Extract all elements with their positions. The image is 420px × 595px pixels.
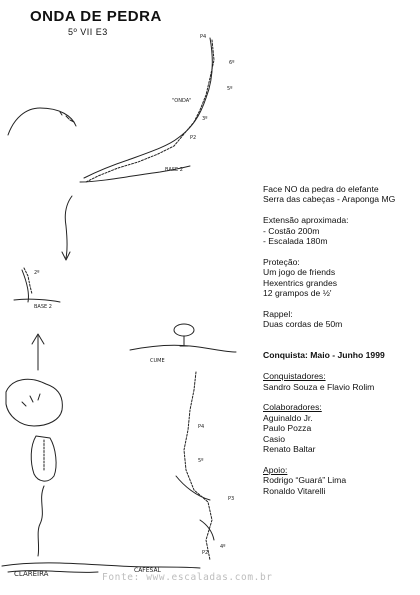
conquest-line: Conquista: Maio - Junho 1999 [263,350,385,361]
label-clareira: CLAREIRA [14,570,49,578]
route-title: ONDA DE PEDRA [30,8,162,25]
protection-line-2: Hexentrics grandes [263,277,338,288]
rappel-title: Rappel: [263,308,293,319]
location-line-1: Face NO da pedra do elefante [263,184,379,194]
label-fourth: 4º [220,544,226,550]
protection-title: Proteção: [263,256,300,267]
label-third: 3º [202,116,208,122]
conquerors-title: Conquistadores: [263,371,326,382]
boulder-arc [7,107,77,136]
source-watermark: Fonte: www.escaladas.com.br [102,572,273,583]
length-line-1: - Costão 200m [263,225,320,236]
label-p2-upper: P2 [190,135,196,141]
label-base2-lower: BASE 2 [34,304,52,310]
route-line-right [183,371,213,561]
label-p2-lower: P2 [202,550,208,556]
support-item: Rodrigo “Guará” Lima [263,475,347,486]
label-p4: P4 [200,34,206,40]
length-title: Extensão aproximada: [263,215,349,226]
collaborator-item: Renato Baltar [263,444,316,455]
pillar [30,435,57,482]
label-fifth-top: 5º [227,86,233,92]
lower-boulder [5,378,63,427]
collaborator-item: Casio [263,433,285,444]
support-title: Apoio: [263,464,288,475]
label-p4-right: P4 [198,424,204,430]
label-cafesal: CAFESAL [134,567,162,574]
protection-line-3: 12 grampos de ½' [263,288,332,299]
approach-trail [37,485,45,557]
collaborators-title: Colaboradores: [263,402,322,413]
length-line-2: - Escalada 180m [263,236,328,247]
label-p3: P3 [228,496,234,502]
route-line-upper [85,39,215,183]
label-second: 2º [34,270,40,276]
label-fifth-right: 5º [198,458,204,464]
ledge-upper [79,165,191,183]
label-cume: CUME [150,358,165,364]
conquerors-names: Sandro Souza e Flavio Rolim [263,381,375,392]
collaborator-item: Paulo Pozza [263,423,312,434]
support-item: Ronaldo Vitarelli [263,485,326,496]
rappel-line-1: Duas cordas de 50m [263,319,343,330]
ground-line [1,562,201,569]
approach-arrow [31,333,45,371]
protection-line-1: Um jogo de friends [263,267,336,278]
tree [173,323,195,337]
location-line-2: Serra das cabeças - Araponga MG [263,194,396,205]
route-grade: 5º VII E3 [68,27,108,37]
approach-hook [64,195,73,259]
route-info: Face NO da pedra do elefante Serra das c… [263,184,395,496]
label-sixth: 6º [229,60,235,66]
summit-ridge [129,344,237,353]
label-onda: "ONDA" [172,98,191,104]
collaborator-item: Aguinaldo Jr. [263,412,313,423]
rock-face-outline [83,37,213,179]
label-base2-upper: BASE 2 [165,167,183,173]
